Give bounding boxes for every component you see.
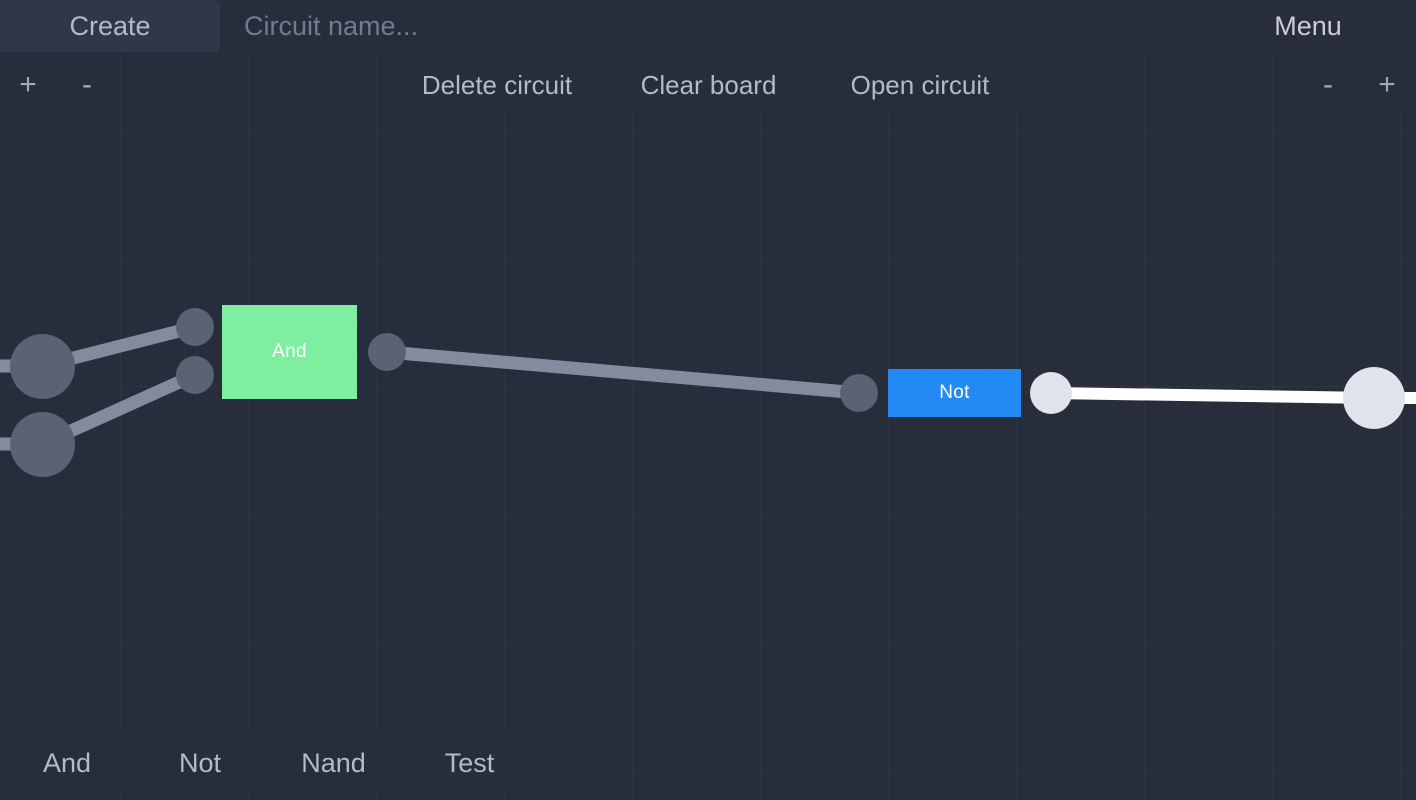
clear-board-button[interactable]: Clear board — [600, 58, 817, 112]
input-node-b[interactable] — [10, 412, 75, 477]
palette-button-and[interactable]: And — [0, 734, 134, 792]
wire-and-out-to-not-in[interactable] — [386, 345, 860, 400]
input-node-a[interactable] — [10, 334, 75, 399]
gate-label: And — [272, 341, 307, 362]
open-circuit-button[interactable]: Open circuit — [820, 58, 1020, 112]
circuit-output[interactable] — [1343, 367, 1405, 429]
not-output[interactable] — [1030, 372, 1072, 414]
board-zoom-out-button[interactable]: - — [58, 58, 116, 112]
palette-button-test[interactable]: Test — [403, 734, 536, 792]
view-zoom-out-button[interactable]: - — [1300, 58, 1356, 112]
and-input-bottom[interactable] — [176, 356, 214, 394]
gate-label: Not — [939, 382, 970, 403]
top-toolbar: Create Menu + - Delete circuit Clear boa… — [0, 0, 1416, 113]
plus-icon: + — [1378, 68, 1396, 101]
minus-icon: - — [82, 68, 92, 101]
and-input-top[interactable] — [176, 308, 214, 346]
gate-and[interactable]: And — [222, 305, 357, 399]
create-button[interactable]: Create — [0, 0, 220, 52]
minus-icon: - — [1323, 68, 1333, 101]
circuit-name-input[interactable] — [224, 0, 1198, 52]
view-zoom-in-button[interactable]: + — [1358, 58, 1416, 112]
gate-not[interactable]: Not — [888, 369, 1021, 417]
plus-icon: + — [19, 68, 37, 101]
not-input[interactable] — [840, 374, 878, 412]
and-output[interactable] — [368, 333, 406, 371]
palette-button-nand[interactable]: Nand — [266, 734, 401, 792]
delete-circuit-button[interactable]: Delete circuit — [396, 58, 598, 112]
wire-not-out-to-output[interactable] — [1050, 387, 1375, 404]
board-zoom-in-button[interactable]: + — [4, 58, 52, 112]
palette-button-not[interactable]: Not — [137, 734, 263, 792]
menu-button[interactable]: Menu — [1200, 0, 1416, 52]
